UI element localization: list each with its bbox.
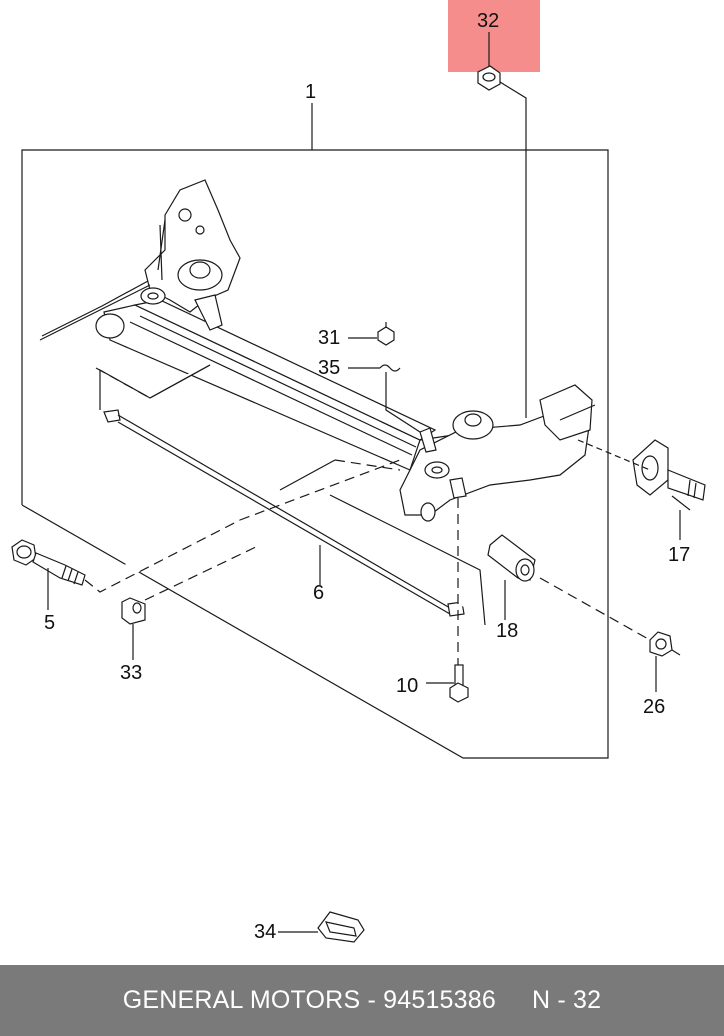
nut-31 (348, 322, 395, 346)
nut-26 (649, 631, 681, 692)
rod-6 (99, 364, 465, 617)
bushing-18 (329, 494, 651, 641)
footer-ref: N - 32 (531, 986, 602, 1014)
bracket (419, 427, 467, 499)
highlighted-part-box (448, 0, 540, 72)
bolt-10 (426, 498, 469, 703)
callout-32[interactable]: 32 (477, 10, 500, 32)
right-trailing-arm (399, 384, 596, 522)
callout-17[interactable]: 17 (668, 544, 691, 566)
left-trailing-arm (140, 179, 241, 331)
rear-axle-exploded-diagram (11, 32, 706, 943)
callout-6[interactable]: 6 (313, 582, 325, 604)
assembly-frame (21, 103, 609, 759)
callout-5[interactable]: 5 (44, 612, 56, 634)
footer-brand-part: GENERAL MOTORS - 94515386 (122, 986, 496, 1014)
clip-35 (348, 364, 421, 433)
callout-1[interactable]: 1 (305, 81, 317, 103)
callout-35[interactable]: 35 (318, 357, 341, 379)
axle-beam (95, 299, 540, 471)
footer-bar: GENERAL MOTORS - 94515386 N - 32 (0, 965, 724, 1036)
nut-32 (477, 32, 527, 418)
callout-31[interactable]: 31 (318, 327, 341, 349)
spindle-17 (577, 439, 706, 540)
callout-33[interactable]: 33 (120, 662, 143, 684)
brake-line (39, 280, 151, 341)
clip-33 (121, 544, 261, 660)
callout-18[interactable]: 18 (496, 620, 519, 642)
clip-34 (278, 911, 365, 943)
callout-34[interactable]: 34 (254, 921, 277, 943)
callout-26[interactable]: 26 (643, 696, 666, 718)
callout-10[interactable]: 10 (396, 675, 419, 697)
assembly-leader-lines (95, 364, 401, 491)
bolt-5 (11, 459, 401, 610)
